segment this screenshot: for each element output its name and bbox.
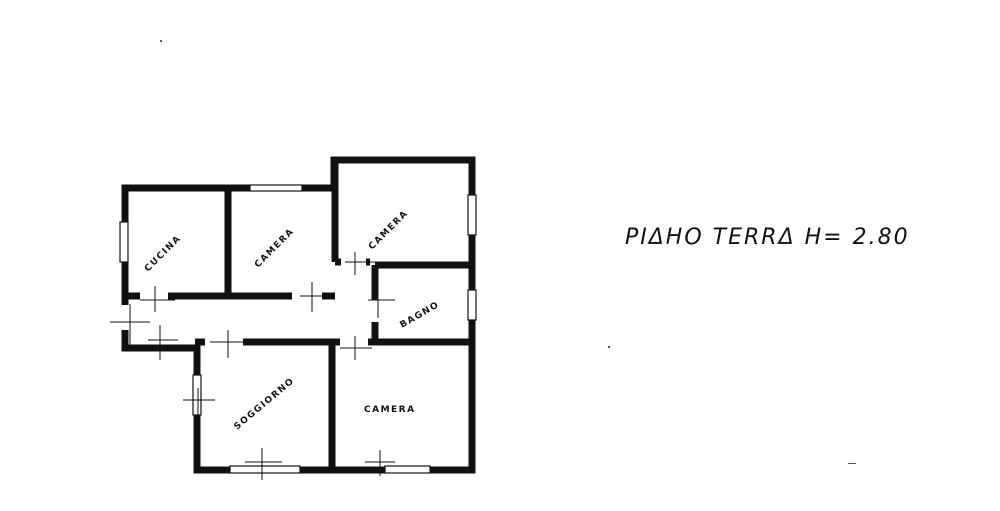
window-camera-2 [467, 194, 477, 236]
window-camera-3 [384, 465, 431, 474]
room-label-soggiorno: SOGGIORNO [233, 376, 297, 432]
room-label-cucina: CUCINA [143, 234, 184, 275]
window-soggiorno [229, 465, 301, 474]
floor-title: PIΔΗΟ TERRΔ H= 2.80 [625, 225, 910, 250]
window-cucina [119, 221, 129, 263]
scan-speck [160, 40, 162, 42]
window-bagno [467, 289, 477, 321]
window-soggiorno-west [192, 374, 202, 416]
scan-speck [848, 463, 856, 464]
room-label-bagno: BAGNO [399, 300, 442, 331]
room-label-camera-1: CAMERA [253, 227, 297, 271]
room-label-camera-2: CAMERA [367, 209, 411, 253]
room-label-camera-3: CAMERA [364, 405, 416, 415]
crosshair-marks [110, 252, 395, 480]
scan-speck [608, 346, 610, 348]
windows [119, 184, 477, 474]
window-camera-1 [249, 184, 303, 192]
